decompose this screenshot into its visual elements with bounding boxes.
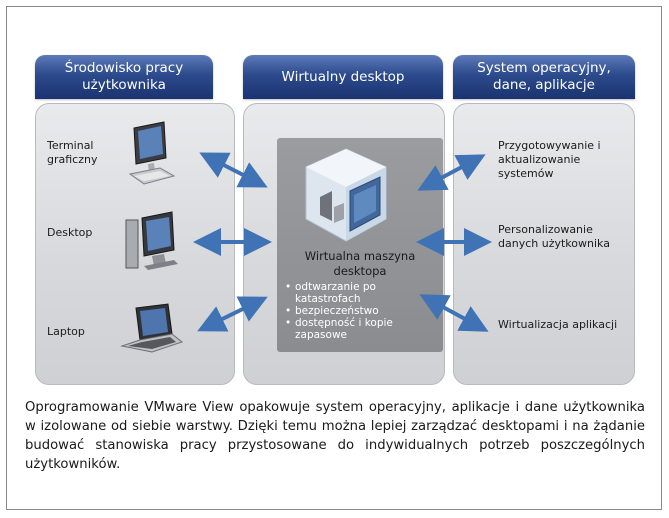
label-provisioning: Przygotowywanie i aktualizowanie systemó…	[498, 139, 601, 180]
header-left: Środowisko pracy użytkownika	[35, 55, 213, 99]
virtual-machine-cube-icon	[305, 148, 387, 242]
arrow-app-virtualization	[419, 294, 489, 332]
header-right: System operacyjny, dane, aplikacje	[453, 55, 635, 99]
vm-features-list: odtwarzanie po katastrofach bezpieczeńst…	[285, 281, 440, 341]
arrow-laptop	[197, 296, 268, 332]
label-terminal: Terminal graficzny	[47, 139, 98, 166]
vm-feature-item: dostępność i kopie zapasowe	[285, 317, 440, 341]
label-laptop: Laptop	[47, 325, 85, 338]
caption-text: Oprogramowanie VMware View opakowuje sys…	[25, 400, 645, 472]
label-desktop: Desktop	[47, 226, 93, 239]
vm-title: Wirtualna maszyna desktopa	[304, 249, 416, 278]
desktop-icon	[125, 211, 178, 270]
vm-feature-item: odtwarzanie po katastrofach	[285, 281, 440, 305]
terminal-icon	[128, 121, 176, 185]
arrow-terminal	[199, 152, 268, 188]
arrow-provisioning	[417, 154, 486, 191]
laptop-icon	[120, 303, 184, 353]
label-app-virtualization: Wirtualizacja aplikacji	[498, 318, 618, 331]
vm-feature-item: bezpieczeństwo	[285, 305, 440, 317]
header-center: Wirtualny desktop	[243, 55, 443, 99]
label-personalization: Personalizowanie danych użytkownika	[498, 223, 610, 250]
